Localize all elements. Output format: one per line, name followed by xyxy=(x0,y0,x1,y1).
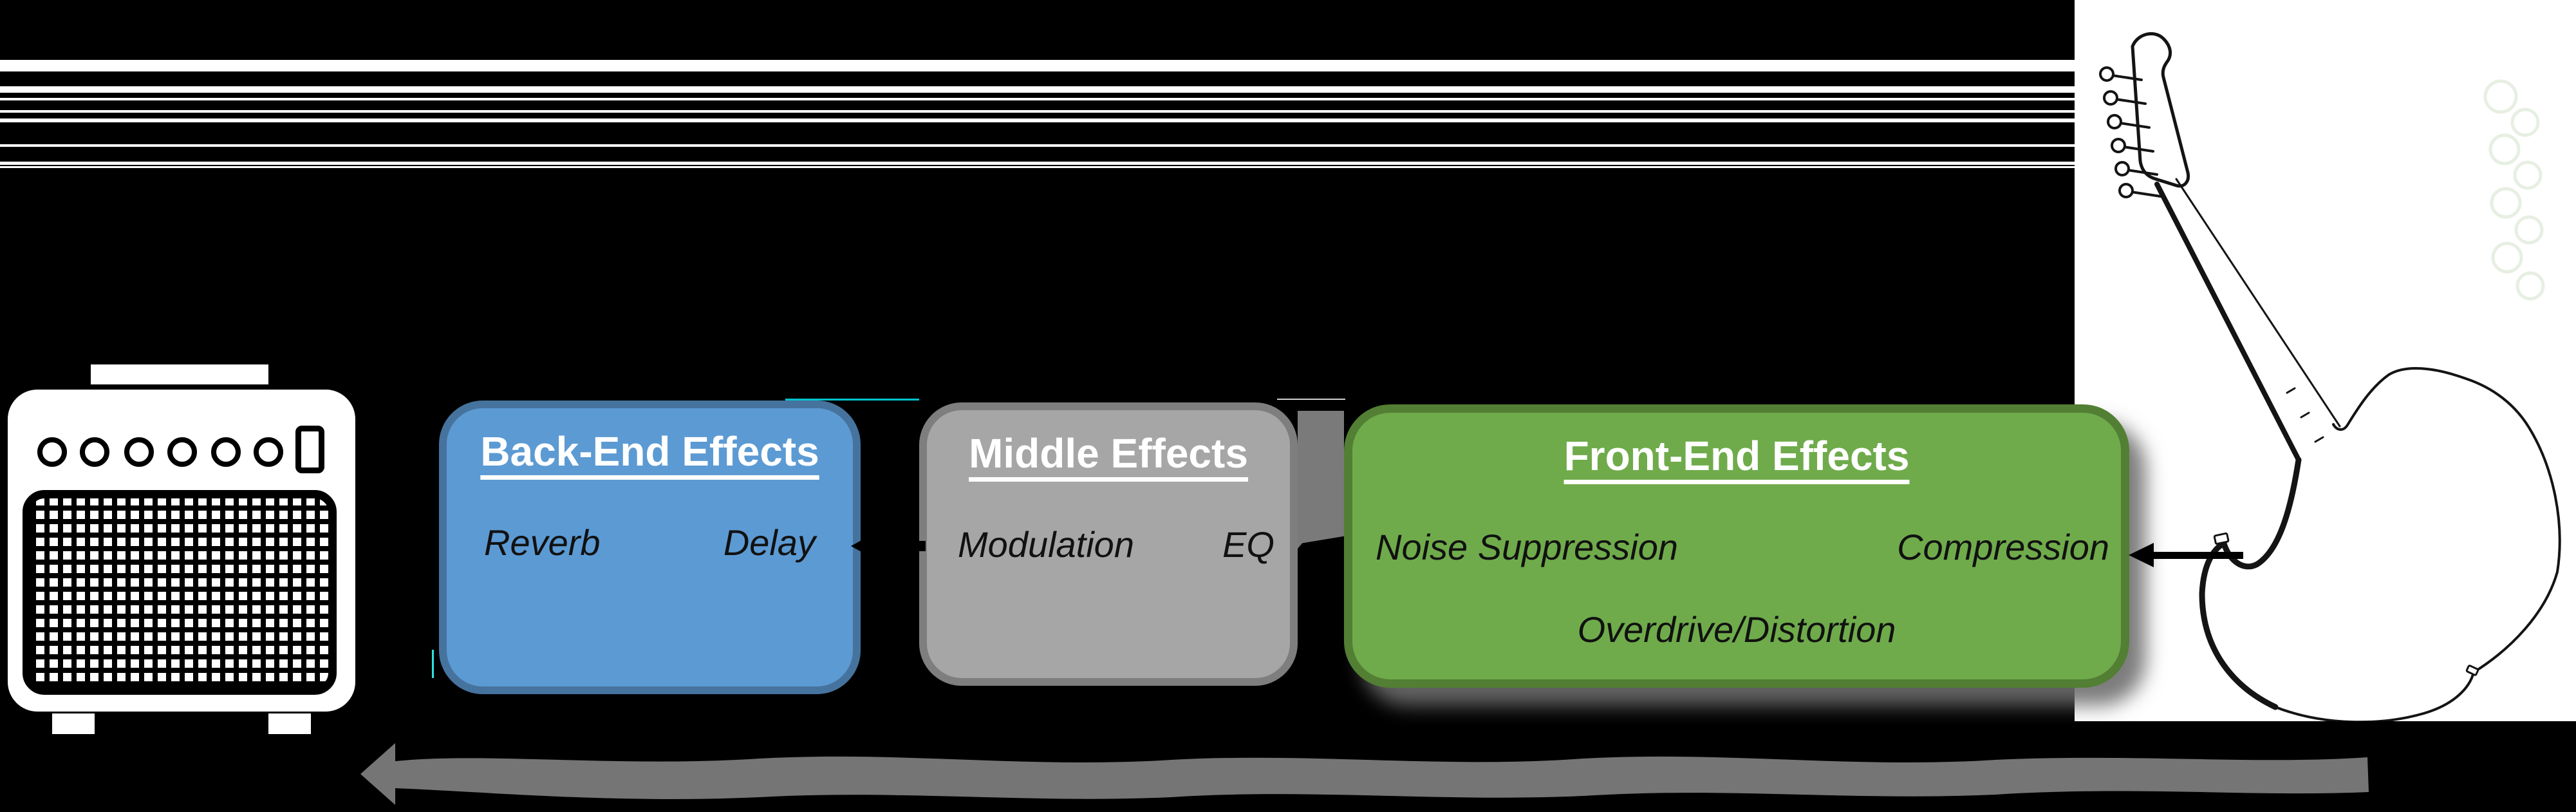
string-line xyxy=(0,166,2075,168)
back-end-effects-title: Back-End Effects xyxy=(480,428,819,475)
effect-eq: EQ xyxy=(1222,524,1274,565)
ghost-circles xyxy=(2483,79,2545,301)
front-end-effects-title: Front-End Effects xyxy=(1563,433,1910,479)
middle-effects-items: Modulation EQ xyxy=(927,524,1290,565)
box-drop-shadow xyxy=(1298,411,1344,549)
string-line xyxy=(0,118,2075,122)
left-arrow-icon xyxy=(2129,543,2243,567)
hidden-arrow-tail xyxy=(917,541,926,551)
back-end-effects-items: Reverb Delay xyxy=(447,522,853,563)
amp-handle xyxy=(91,364,268,384)
effect-modulation: Modulation xyxy=(958,524,1134,565)
amp-knob xyxy=(167,437,197,467)
string-line xyxy=(0,60,2075,71)
amp-knob xyxy=(254,437,283,467)
middle-effects-title: Middle Effects xyxy=(969,430,1248,477)
effect-overdrive-distortion: Overdrive/Distortion xyxy=(1577,609,1896,650)
string-line xyxy=(0,86,2075,93)
guitar-outline xyxy=(2099,32,2561,721)
neck-left-edge xyxy=(2154,182,2301,462)
neck-right-edge xyxy=(2175,178,2341,428)
amp-knob xyxy=(124,437,154,467)
string-line xyxy=(0,110,2075,113)
front-end-effects-items: Noise Suppression Compression xyxy=(1352,526,2121,568)
electric-guitar-icon xyxy=(2099,32,2561,721)
tuning-pegs xyxy=(2099,66,2162,198)
amp-speaker-icon xyxy=(0,0,386,741)
effect-compression: Compression xyxy=(1897,527,2109,567)
amp-speaker-grille xyxy=(23,490,337,695)
amp-knob xyxy=(37,437,67,467)
effect-reverb: Reverb xyxy=(484,522,601,563)
amp-foot xyxy=(52,713,95,734)
alignment-guide-line xyxy=(785,399,919,401)
string-line xyxy=(0,98,2075,100)
effect-delay: Delay xyxy=(723,522,816,563)
front-end-effects-box: Front-End Effects Noise Suppression Comp… xyxy=(1344,404,2129,688)
strap-button xyxy=(2465,665,2479,676)
output-jack xyxy=(2213,532,2230,545)
headstock xyxy=(2131,32,2190,188)
amp-input-jack xyxy=(295,426,324,473)
cyan-tick-mark xyxy=(432,650,434,678)
front-end-effects-items-row2: Overdrive/Distortion xyxy=(1352,609,2121,650)
effect-noise-suppression: Noise Suppression xyxy=(1376,527,1679,567)
middle-effects-box: Middle Effects Modulation EQ xyxy=(919,402,1298,686)
fret-marks xyxy=(2286,387,2324,443)
back-end-effects-box: Back-End Effects Reverb Delay xyxy=(439,401,861,694)
string-line xyxy=(0,162,2075,165)
amp-body xyxy=(8,390,355,712)
guitar-strings-graphic xyxy=(0,0,2075,193)
hand-drawn-left-arrow-icon xyxy=(360,743,2369,805)
alignment-guide-line xyxy=(1277,399,1345,400)
body-outline xyxy=(2200,366,2561,721)
body-outline-thick xyxy=(2199,457,2302,710)
amp-knob xyxy=(211,437,241,467)
amp-foot xyxy=(268,713,311,734)
amp-knob xyxy=(80,437,109,467)
string-line xyxy=(0,144,2075,147)
